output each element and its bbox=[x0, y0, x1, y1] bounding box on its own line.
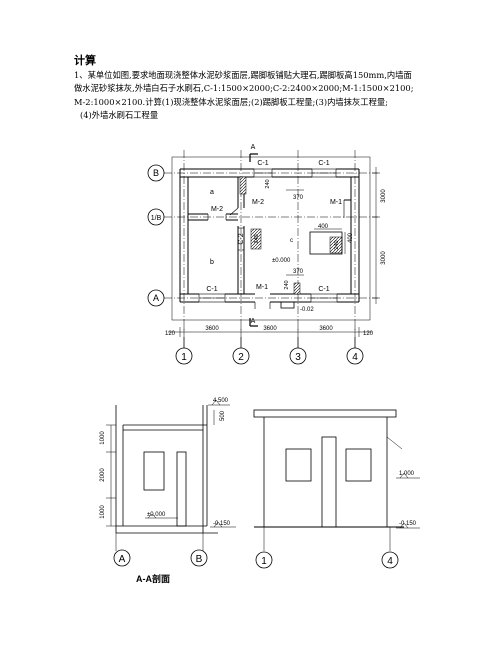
axis-label-col-1: 1 bbox=[181, 352, 187, 363]
door-label: M-2 bbox=[252, 199, 264, 206]
floor-plan bbox=[147, 150, 380, 365]
door-label: M-1 bbox=[256, 284, 268, 291]
window-label: C-1 bbox=[206, 286, 217, 293]
dim-label: 240 bbox=[254, 234, 260, 243]
axis-label-col-3: 3 bbox=[295, 352, 301, 363]
plan-block bbox=[309, 231, 343, 255]
elevation bbox=[253, 409, 420, 569]
axis-label-row-a: A bbox=[153, 293, 159, 303]
dim-label: 240 bbox=[265, 179, 271, 188]
plan-windows bbox=[198, 168, 338, 303]
window-label: C-2 bbox=[238, 233, 245, 244]
axis-label-col-4: 4 bbox=[352, 352, 358, 363]
dim-label: 3000 bbox=[381, 251, 387, 265]
plan-step bbox=[280, 301, 295, 309]
dim-label: 240 bbox=[334, 240, 340, 249]
plan-columns bbox=[239, 176, 343, 295]
plan-labels: A A B 1/B A 1 2 3 4 C-1 C-1 C-1 C-1 C-2 … bbox=[151, 144, 387, 363]
section-axis-b: B bbox=[196, 554, 203, 565]
section-title: A-A剖面 bbox=[136, 573, 170, 584]
elevation-axis-1: 1 bbox=[261, 556, 267, 567]
section-height: 1000 bbox=[100, 505, 106, 519]
dim-label: 120 bbox=[165, 331, 176, 337]
section-cut-marks bbox=[249, 153, 258, 327]
section-a-a bbox=[106, 399, 236, 567]
dim-label: 370 bbox=[293, 195, 304, 201]
section-labels: 4.500 500 1000 2000 1000 ±0.000 -0.150 A… bbox=[100, 398, 231, 584]
axis-label-col-2: 2 bbox=[238, 352, 244, 363]
section-height: 1000 bbox=[100, 431, 106, 445]
elevation-labels: 1.000 -0.150 1 4 bbox=[261, 471, 416, 567]
door-label: M-1 bbox=[330, 199, 342, 206]
problem-line-2: 做水泥砂浆抹灰,外墙白石子水刷石,C-1:1500×2000;C-2:2400×… bbox=[74, 83, 414, 94]
axis-label-row-1b: 1/B bbox=[151, 215, 162, 222]
section-mark-top: A bbox=[251, 144, 256, 151]
problem-line-3: M-2:1000×2100.计算(1)现浇整体水泥浆面层;(2)踢脚板工程量;(… bbox=[74, 96, 388, 107]
page-heading: 计算 bbox=[74, 54, 96, 67]
plan-axis-bubbles bbox=[147, 164, 364, 365]
plan-dimensions bbox=[168, 167, 380, 337]
door-label: M-2 bbox=[211, 206, 223, 213]
plan-doors bbox=[207, 200, 345, 309]
section-height: 2000 bbox=[100, 468, 106, 482]
window-label: C-1 bbox=[318, 160, 329, 167]
problem-text: 1、某单位如图,要求地面现浇整体水泥砂浆面层,踢脚板铺贴大理石,踢脚板高150m… bbox=[74, 69, 466, 123]
plan-walls bbox=[179, 168, 360, 303]
section-parapet-dim: 500 bbox=[220, 410, 226, 421]
level-floor: ±0.000 bbox=[272, 258, 291, 264]
room-label: b bbox=[210, 259, 214, 266]
dim-label: 120 bbox=[363, 331, 374, 337]
dim-label: 3600 bbox=[205, 326, 219, 332]
problem-line-1: 1、某单位如图,要求地面现浇整体水泥砂浆面层,踢脚板铺贴大理石,踢脚板高150m… bbox=[74, 70, 412, 80]
block-dim: 400 bbox=[318, 224, 329, 230]
dim-label: 240 bbox=[284, 280, 290, 289]
section-mark-bottom: A bbox=[251, 318, 256, 325]
dim-label: 3600 bbox=[319, 326, 333, 332]
window-label: C-1 bbox=[318, 286, 329, 293]
block-dim: 400 bbox=[348, 232, 354, 243]
room-label: c bbox=[290, 238, 293, 244]
room-label: a bbox=[210, 189, 214, 196]
section-ground-level: -0.150 bbox=[213, 521, 231, 527]
elevation-ground-level: -0.150 bbox=[399, 521, 417, 527]
elevation-axis-4: 4 bbox=[387, 556, 393, 567]
plan-outline bbox=[171, 156, 371, 321]
dim-label: 3600 bbox=[263, 326, 277, 332]
problem-line-4: (4)外墙水刷石工程量 bbox=[80, 110, 159, 121]
section-axis-a: A bbox=[119, 554, 126, 565]
axis-label-row-b: B bbox=[153, 168, 159, 178]
elevation-sill-level: 1.000 bbox=[399, 471, 415, 477]
dim-label: 3000 bbox=[381, 189, 387, 203]
level-step: -0.02 bbox=[300, 307, 314, 313]
dim-label: 370 bbox=[293, 269, 304, 275]
window-label: C-1 bbox=[257, 160, 268, 167]
section-floor-level: ±0.000 bbox=[147, 512, 166, 518]
section-top-level: 4.500 bbox=[213, 398, 229, 404]
